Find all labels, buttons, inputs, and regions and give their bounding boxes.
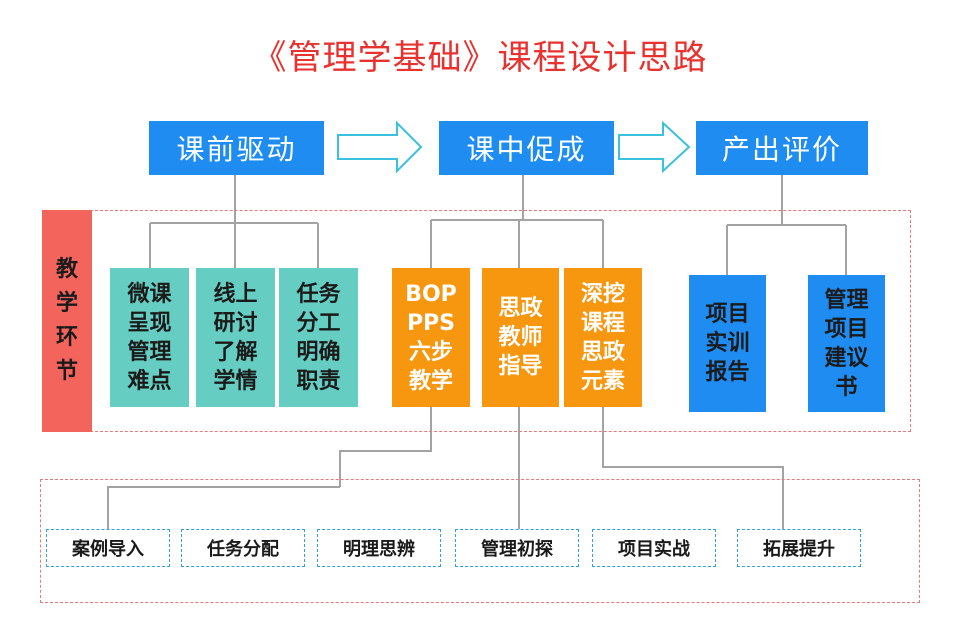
step-project-practice: 项目实战 bbox=[592, 529, 716, 567]
step-extension: 拓展提升 bbox=[737, 529, 861, 567]
card-in-class-3: 深挖 课程 思政 元素 bbox=[564, 268, 642, 407]
connector-element-steps bbox=[602, 407, 784, 533]
arrow-icon bbox=[337, 120, 423, 174]
card-in-class-1: BOP PPS 六步 教学 bbox=[392, 268, 470, 407]
stage-pre-class: 课前驱动 bbox=[149, 121, 324, 175]
step-task-assign: 任务分配 bbox=[181, 529, 305, 567]
stage-in-class: 课中促成 bbox=[439, 121, 614, 175]
steps-section-frame bbox=[40, 479, 920, 603]
step-reasoning: 明理思辨 bbox=[317, 529, 441, 567]
step-management-explore: 管理初探 bbox=[455, 529, 579, 567]
card-pre-class-3: 任务 分工 明确 职责 bbox=[279, 268, 358, 407]
card-pre-class-2: 线上 研讨 了解 学情 bbox=[196, 268, 275, 407]
connector-bop-left bbox=[107, 486, 340, 533]
card-pre-class-1: 微课 呈现 管理 难点 bbox=[110, 268, 189, 407]
stage-evaluation: 产出评价 bbox=[696, 121, 868, 175]
arrow-icon bbox=[618, 120, 691, 174]
page-title: 《管理学基础》课程设计思路 bbox=[252, 38, 708, 78]
card-in-class-2: 思政 教师 指导 bbox=[482, 268, 559, 407]
card-evaluation-2: 管理 项目 建议 书 bbox=[808, 275, 885, 412]
step-case-intro: 案例导入 bbox=[46, 529, 170, 567]
connector-bop-steps bbox=[339, 407, 432, 487]
side-label: 教 学 环 节 bbox=[42, 210, 92, 432]
card-evaluation-1: 项目 实训 报告 bbox=[689, 275, 766, 412]
